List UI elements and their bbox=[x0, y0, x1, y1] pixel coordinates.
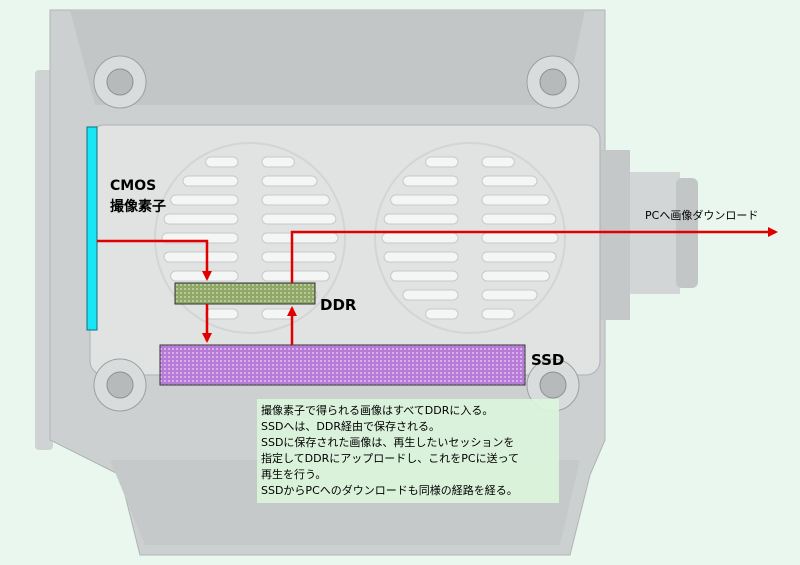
pc-download-label: PCへ画像ダウンロード bbox=[645, 209, 759, 222]
note-line: 指定してDDRにアップロードし、これをPCに送って bbox=[261, 452, 520, 465]
cmos-label-line2: 撮像素子 bbox=[110, 199, 166, 215]
note-line: 撮像素子で得られる画像はすべてDDRに入る。 bbox=[261, 404, 494, 417]
vent-grille bbox=[154, 142, 566, 334]
screw-icon bbox=[93, 55, 580, 412]
cmos-to-ddr-arrow bbox=[97, 239, 212, 281]
note-line: 再生を行う。 bbox=[261, 468, 327, 481]
note-line: SSDへは、DDR経由で保存される。 bbox=[261, 420, 441, 433]
ddr-block bbox=[174, 282, 316, 305]
ddr-to-pc-arrow bbox=[290, 227, 778, 283]
ddr-label: DDR bbox=[320, 296, 357, 314]
ssd-label: SSD bbox=[531, 351, 565, 369]
explanation-note: 撮像素子で得られる画像はすべてDDRに入る。 SSDへは、DDR経由で保存される… bbox=[257, 399, 559, 503]
cmos-label-line1: CMOS bbox=[110, 178, 157, 194]
note-line: SSDに保存された画像は、再生したいセッションを bbox=[261, 436, 515, 449]
cmos-sensor bbox=[86, 126, 98, 331]
data-flow-arrows bbox=[97, 227, 778, 345]
ssd-block bbox=[159, 344, 526, 386]
cmos-label: CMOS 撮像素子 bbox=[110, 176, 166, 218]
note-line: SSDからPCへのダウンロードも同様の経路を経る。 bbox=[261, 484, 518, 497]
